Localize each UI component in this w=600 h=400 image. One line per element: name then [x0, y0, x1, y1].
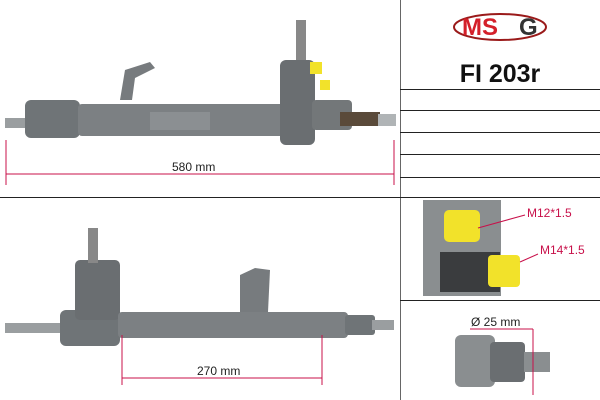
panel-divider-right: [400, 300, 600, 301]
panel-divider-horizontal: [0, 197, 600, 198]
svg-text:G: G: [519, 14, 538, 41]
shaft-diameter-label: Ø 25 mm: [471, 315, 521, 329]
offset-dimension-label: 270 mm: [197, 364, 241, 378]
port1-thread-label: M12*1.5: [527, 206, 572, 220]
spec-row-line: [400, 154, 600, 155]
length-dimension-label: 580 mm: [172, 160, 216, 174]
svg-text:MS: MS: [462, 14, 498, 41]
spec-row-line: [400, 110, 600, 111]
port2-thread-label: M14*1.5: [540, 243, 585, 257]
spec-row-line: [400, 177, 600, 178]
spec-row-line: [400, 132, 600, 133]
spec-row-line: [400, 89, 600, 90]
panel-divider-vertical: [400, 0, 401, 400]
product-code: FI 203r: [459, 60, 541, 88]
